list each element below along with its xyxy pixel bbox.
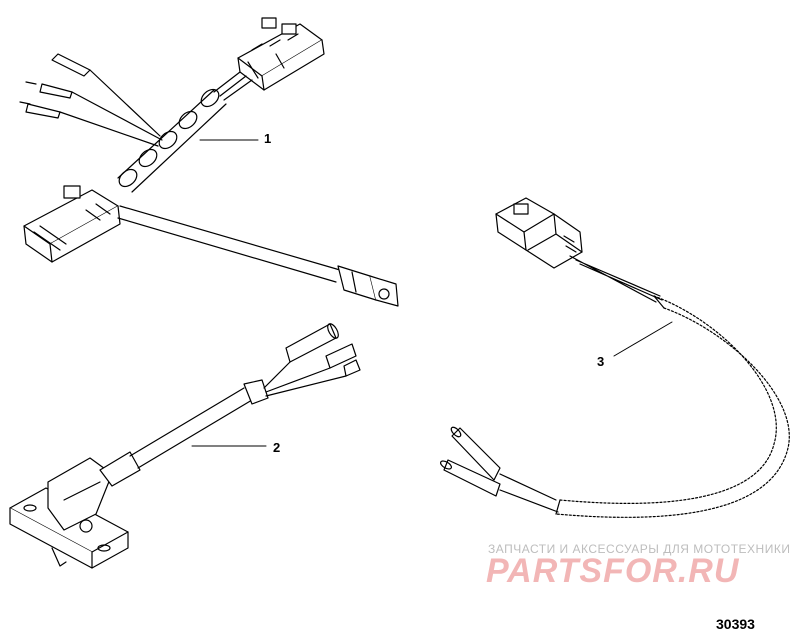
watermark-tagline: ЗАПЧАСТИ И АКСЕССУАРЫ ДЛЯ МОТОТЕХНИКИ <box>488 542 791 556</box>
extension-lead-assembly-3 <box>439 197 790 518</box>
top-connector <box>237 17 325 91</box>
watermark-logo: PARTSFOR.RU <box>486 552 740 590</box>
sensor-lead-assembly-2 <box>9 323 361 569</box>
harness-assembly-1 <box>19 17 399 307</box>
extension-connector <box>495 197 583 269</box>
callout-item-1: 1 <box>264 131 272 146</box>
harness-sleeve <box>117 88 227 193</box>
callout-item-3: 3 <box>597 354 605 369</box>
figure-number: 30393 <box>716 616 755 632</box>
breakout-leads <box>19 53 163 147</box>
callout-item-2: 2 <box>273 440 281 455</box>
corrugated-conduit <box>555 295 790 518</box>
small-connector <box>337 265 399 307</box>
left-connector <box>23 185 121 263</box>
